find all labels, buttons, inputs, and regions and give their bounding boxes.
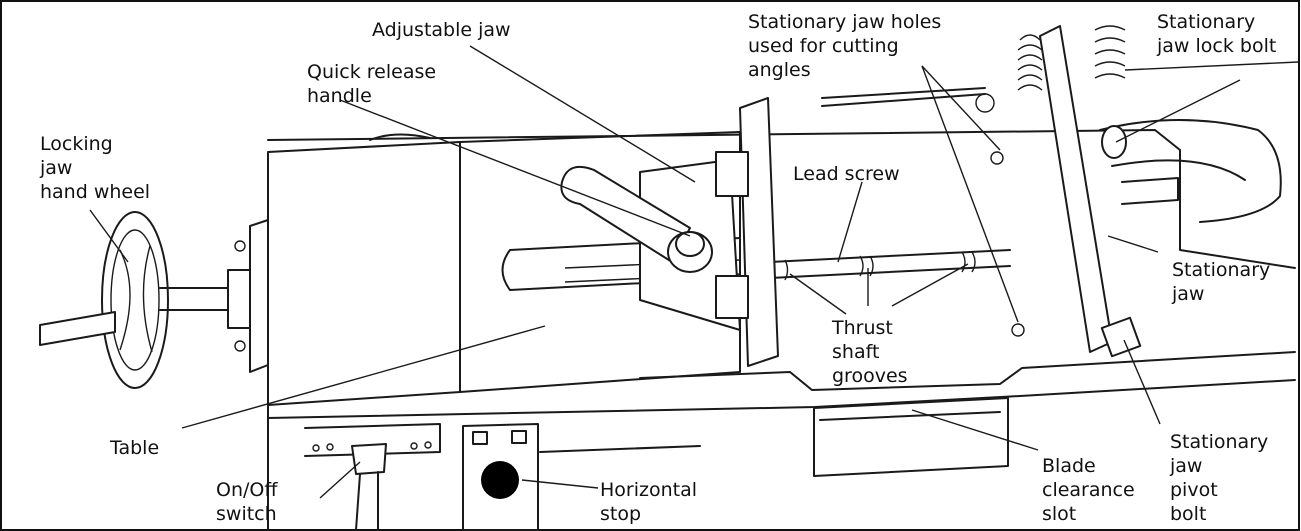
label-stationary-jaw: Stationary jaw	[1171, 259, 1276, 305]
leader-jaw-lock-bolt	[1115, 79, 1241, 143]
vise-drawing	[39, 25, 1299, 531]
label-thrust-shaft-grooves: Thrust shaft grooves	[831, 317, 908, 387]
stop-rod	[821, 87, 986, 107]
horizontal-stop-knob	[481, 461, 519, 499]
on-off-switch-body	[351, 443, 387, 475]
jaw-hole-lower	[1011, 323, 1025, 337]
jaw-lock-bolt	[1101, 125, 1127, 159]
bracket-hole-1	[312, 444, 320, 452]
stationary-jaw-arm-inner	[1111, 159, 1246, 181]
table-rear-lip	[369, 133, 431, 141]
leader-jaw-holes-lower	[921, 65, 1019, 323]
leader-quick-release	[339, 99, 691, 237]
label-quick-release-handle: Quick release handle	[307, 61, 442, 107]
leader-hand-wheel	[89, 209, 129, 263]
base-top-edge	[267, 129, 1296, 269]
bracket-hole-4	[424, 441, 432, 449]
hand-wheel-inner	[110, 229, 160, 371]
label-adjustable-jaw: Adjustable jaw	[372, 19, 511, 41]
bracket-hole-2	[326, 443, 334, 451]
table-top	[459, 131, 741, 393]
jaw-pivot-bolt	[1100, 316, 1142, 358]
label-table: Table	[109, 437, 159, 459]
label-locking-jaw-hand-wheel: Locking jaw hand wheel	[39, 133, 150, 203]
leader-table	[181, 325, 546, 429]
leader-lines	[89, 45, 1241, 499]
leader-on-off-switch	[319, 461, 361, 499]
base-lower-edge	[267, 379, 1296, 419]
spring-left	[1017, 34, 1043, 91]
wheel-shaft	[159, 287, 231, 311]
mount-bolt-upper	[234, 240, 246, 252]
label-lead-screw: Lead screw	[793, 163, 900, 185]
label-on-off-switch: On/Off switch	[216, 479, 284, 525]
stationary-jaw-arm	[1099, 119, 1282, 223]
handle-hub-top	[675, 231, 705, 257]
leader-blade-slot	[911, 409, 1039, 451]
label-horizontal-stop: Horizontal stop	[600, 479, 703, 525]
hand-wheel-rim	[101, 211, 169, 389]
slot-inner-line	[819, 411, 1001, 421]
thrust-grooves-marks	[784, 251, 976, 281]
callout-labels: Adjustable jaw Quick release handle Lock…	[39, 11, 1276, 525]
mount-bolt-lower	[234, 340, 246, 352]
rod-eye	[975, 93, 995, 113]
leader-stationary-jaw	[1107, 235, 1159, 253]
jaw-hole-upper	[990, 151, 1004, 165]
lead-screw-shaft	[769, 249, 1011, 279]
wheel-collar	[227, 269, 251, 329]
leader-horizontal-stop	[521, 479, 599, 489]
leader-adjustable-jaw	[469, 45, 696, 183]
label-blade-clearance-slot: Blade clearance slot	[1042, 455, 1141, 525]
bracket-hole-3	[410, 442, 418, 450]
label-stationary-jaw-pivot-bolt: Stationary jaw pivot bolt	[1169, 431, 1274, 525]
hand-wheel-grip	[39, 311, 116, 346]
switch-stem	[355, 471, 379, 531]
leader-lead-screw	[837, 181, 863, 263]
jaw-side-block	[1121, 177, 1179, 205]
adjustable-jaw-face	[739, 97, 779, 367]
stop-screw-right	[511, 430, 527, 444]
label-stationary-jaw-holes: Stationary jaw holes used for cutting an…	[748, 11, 947, 81]
leader-groove-3	[891, 263, 969, 307]
jaw-bolt-lower	[715, 275, 749, 319]
label-stationary-jaw-lock-bolt: Stationary jaw lock bolt	[1156, 11, 1276, 57]
base-mid-edge	[639, 351, 1296, 391]
stop-bar	[539, 445, 701, 453]
blade-clearance-slot	[813, 397, 1009, 477]
wheel-mount-plate	[249, 219, 269, 373]
spring-rod	[1124, 61, 1299, 71]
jaw-bolt-upper	[715, 151, 749, 197]
leader-pivot-bolt	[1123, 339, 1161, 425]
table-block	[267, 141, 461, 406]
stop-screw-left	[472, 431, 488, 445]
hand-wheel-spokes	[119, 245, 153, 353]
spring-right	[1094, 25, 1126, 79]
leader-groove-1	[789, 273, 847, 315]
leader-jaw-holes-upper	[921, 65, 1001, 151]
